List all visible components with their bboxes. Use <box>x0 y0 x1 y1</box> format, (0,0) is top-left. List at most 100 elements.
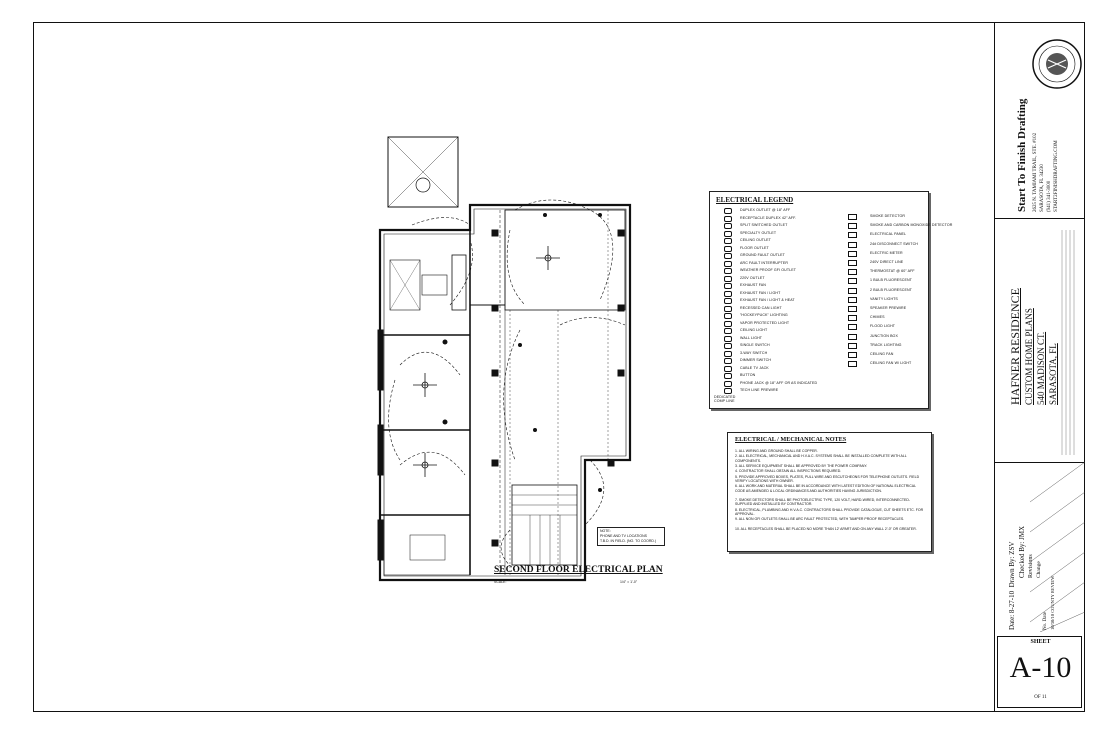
project-street: 540 MADISON CT. <box>1036 331 1046 405</box>
company-address1: 2625 N. TAMIAMI TRAIL, STE. #102 <box>1033 132 1038 212</box>
checked-row: Checked By: JMX <box>1018 526 1026 578</box>
legend-item: 3-WAY SWITCH <box>740 350 768 355</box>
project-subtitle: CUSTOM HOME PLANS <box>1024 308 1034 405</box>
legend-symbol-icon <box>848 287 857 294</box>
company-email: START2FINISHDRAFTING.COM <box>1054 140 1059 212</box>
plan-title: SECOND FLOOR ELECTRICAL PLAN <box>494 565 663 575</box>
note-item: 7. SMOKE DETECTORS SHALL BE PHOTOELECTRI… <box>735 498 911 507</box>
note-item: 6. ALL WORK AND MATERIAL SHALL BE IN ACC… <box>735 484 916 493</box>
legend-item: EXHAUST FAN / LIGHT & HEAT <box>740 298 795 302</box>
sheet-of: OF 11 <box>1034 695 1047 700</box>
legend-item: WALL LIGHT <box>740 335 763 340</box>
note-item: 10. ALL RECEPTACLES SHALL BE PLACED NO M… <box>735 527 917 531</box>
legend-item: VAPOR PROTECTED LIGHT <box>740 320 790 325</box>
legend-symbol-icon <box>724 253 732 259</box>
legend-symbol-icon <box>724 335 732 342</box>
legend-title: ELECTRICAL LEGEND <box>716 196 794 204</box>
legend-item: CEILING LIGHT <box>740 328 768 332</box>
note-item: 3. ALL SERVICE EQUIPMENT SHALL BE APPROV… <box>735 464 868 468</box>
date-value: 8-27-10 <box>1008 590 1016 614</box>
legend-symbol-icon <box>724 260 732 267</box>
legend-symbol-icon <box>848 214 857 220</box>
legend-item: SMOKE DETECTOR <box>870 214 906 218</box>
legend-item: 2 BULB FLUORESCENT <box>870 287 912 292</box>
sheet-label: SHEET <box>1030 639 1051 645</box>
company-phone: (941) 341-3000 <box>1047 180 1052 212</box>
legend-symbol-icon <box>724 343 732 349</box>
checked-value: JMX <box>1018 525 1026 540</box>
company-name: Start To Finish Drafting <box>1016 98 1028 212</box>
stair-outline <box>511 484 578 566</box>
legend-symbol-icon <box>724 275 732 282</box>
revision-row: No. Date <box>1043 612 1048 630</box>
legend-symbol-icon <box>848 296 857 303</box>
fan-symbol-icon <box>415 177 431 193</box>
legend-symbol-icon <box>724 208 732 214</box>
legend-item: RECEPTACLE DUPLEX 42" AFF. <box>740 215 797 220</box>
legend-item: "HOCKEYPUCK" LIGHTING <box>740 313 788 317</box>
legend-item: FLOOD LIGHT <box>870 324 896 329</box>
legend-item: ELECTRIC METER <box>870 250 903 255</box>
legend-item: SMOKE AND CARBON MONOXIDE DETECTOR <box>870 223 953 228</box>
legend-symbol-icon <box>724 313 732 319</box>
exterior-wall <box>378 203 632 582</box>
legend-item: CEILING FAN <box>870 352 894 356</box>
title-block-divider <box>994 22 995 712</box>
legend-symbol-icon <box>724 245 732 252</box>
legend-symbol-icon <box>848 315 857 322</box>
drawing-border <box>33 22 1085 712</box>
legend-symbol-icon <box>724 290 732 297</box>
project-city: SARASOTA, FL <box>1048 343 1058 405</box>
legend-symbol-icon <box>724 283 732 289</box>
legend-item: SPECIALTY OUTLET <box>740 230 777 235</box>
plan-note-line1: NOTE: <box>600 529 611 533</box>
legend-item: VANITY LIGHTS <box>870 296 898 301</box>
legend-symbol-icon <box>724 223 732 229</box>
legend-symbol-icon <box>724 388 732 394</box>
date-label: Date: <box>1008 614 1016 630</box>
legend-dedicated-label: DEDICATED COMP LINE <box>714 395 736 403</box>
legend-item: TRACK LIGHTING <box>870 342 902 347</box>
roof-deck-outline <box>387 136 459 208</box>
rev1-date: 10/30/10 <box>1050 613 1055 630</box>
notes-title: ELECTRICAL / MECHANICAL NOTES <box>735 436 847 443</box>
legend-symbol-icon <box>724 358 732 364</box>
disclaimer-text-block <box>1061 230 1075 455</box>
no-label: No. <box>1043 622 1048 630</box>
scale-label: SCALE: <box>494 580 507 584</box>
note-item: 5. PROVIDE APPROVED BOXES, PLATES, PULL … <box>735 474 920 483</box>
note-item: 2. ALL ELECTRICAL, MECHANICAL AND H.V.A.… <box>735 454 907 463</box>
legend-symbol-icon <box>848 232 857 239</box>
legend-symbol-icon <box>848 241 857 248</box>
legend-item: CEILING OUTLET <box>740 238 771 242</box>
legend-item: CHIMES <box>870 315 885 320</box>
legend-item: BUTTON <box>740 373 756 377</box>
plan-note-line2: PHONE AND TV LOCATIONS <box>600 534 647 538</box>
tb-rule-2 <box>994 462 1085 463</box>
rev-date-label: Date <box>1043 611 1048 622</box>
tb-rule-1 <box>994 218 1085 219</box>
legend-symbol-icon <box>724 305 732 312</box>
legend-item: DUPLEX OUTLET @ 18" AFF <box>740 208 791 212</box>
sheet-box: SHEET A-10 OF 11 <box>997 636 1082 708</box>
legend-item: RECESSED CAN LIGHT <box>740 305 782 310</box>
legend-symbol-icon <box>724 298 732 304</box>
legend-symbol-icon <box>848 324 857 331</box>
legend-symbol-icon <box>724 350 732 357</box>
legend-symbol-icon <box>724 365 732 372</box>
note-item: 8. ELECTRICAL, PLUMBING AND H.V.A.C. CON… <box>735 507 924 516</box>
legend-item: WEATHER PROOF GFI OUTLET <box>740 268 797 272</box>
legend-item: PHONE JACK @ 18" AFF OR AS INDICATED <box>740 380 818 385</box>
checked-label: Checked By: <box>1018 541 1026 578</box>
legend-symbol-icon <box>724 328 732 334</box>
legend-item: FLOOR OUTLET <box>740 245 769 250</box>
legend-item: ELECTRICAL PANEL <box>870 232 907 237</box>
legend-symbol-icon <box>724 215 732 222</box>
legend-symbol-icon <box>724 380 732 387</box>
legend-item: JUNCTION BOX <box>870 333 898 338</box>
legend-item: THERMOSTAT @ 60" AFF <box>870 269 915 274</box>
rev1-change: COUNTY REVIEW <box>1050 575 1055 613</box>
scale-value: 1/4" = 1'-0" <box>620 580 638 584</box>
legend-item: 240V DIRECT LINE <box>870 260 904 264</box>
legend-item: SPEAKER PREWIRE <box>870 306 907 310</box>
